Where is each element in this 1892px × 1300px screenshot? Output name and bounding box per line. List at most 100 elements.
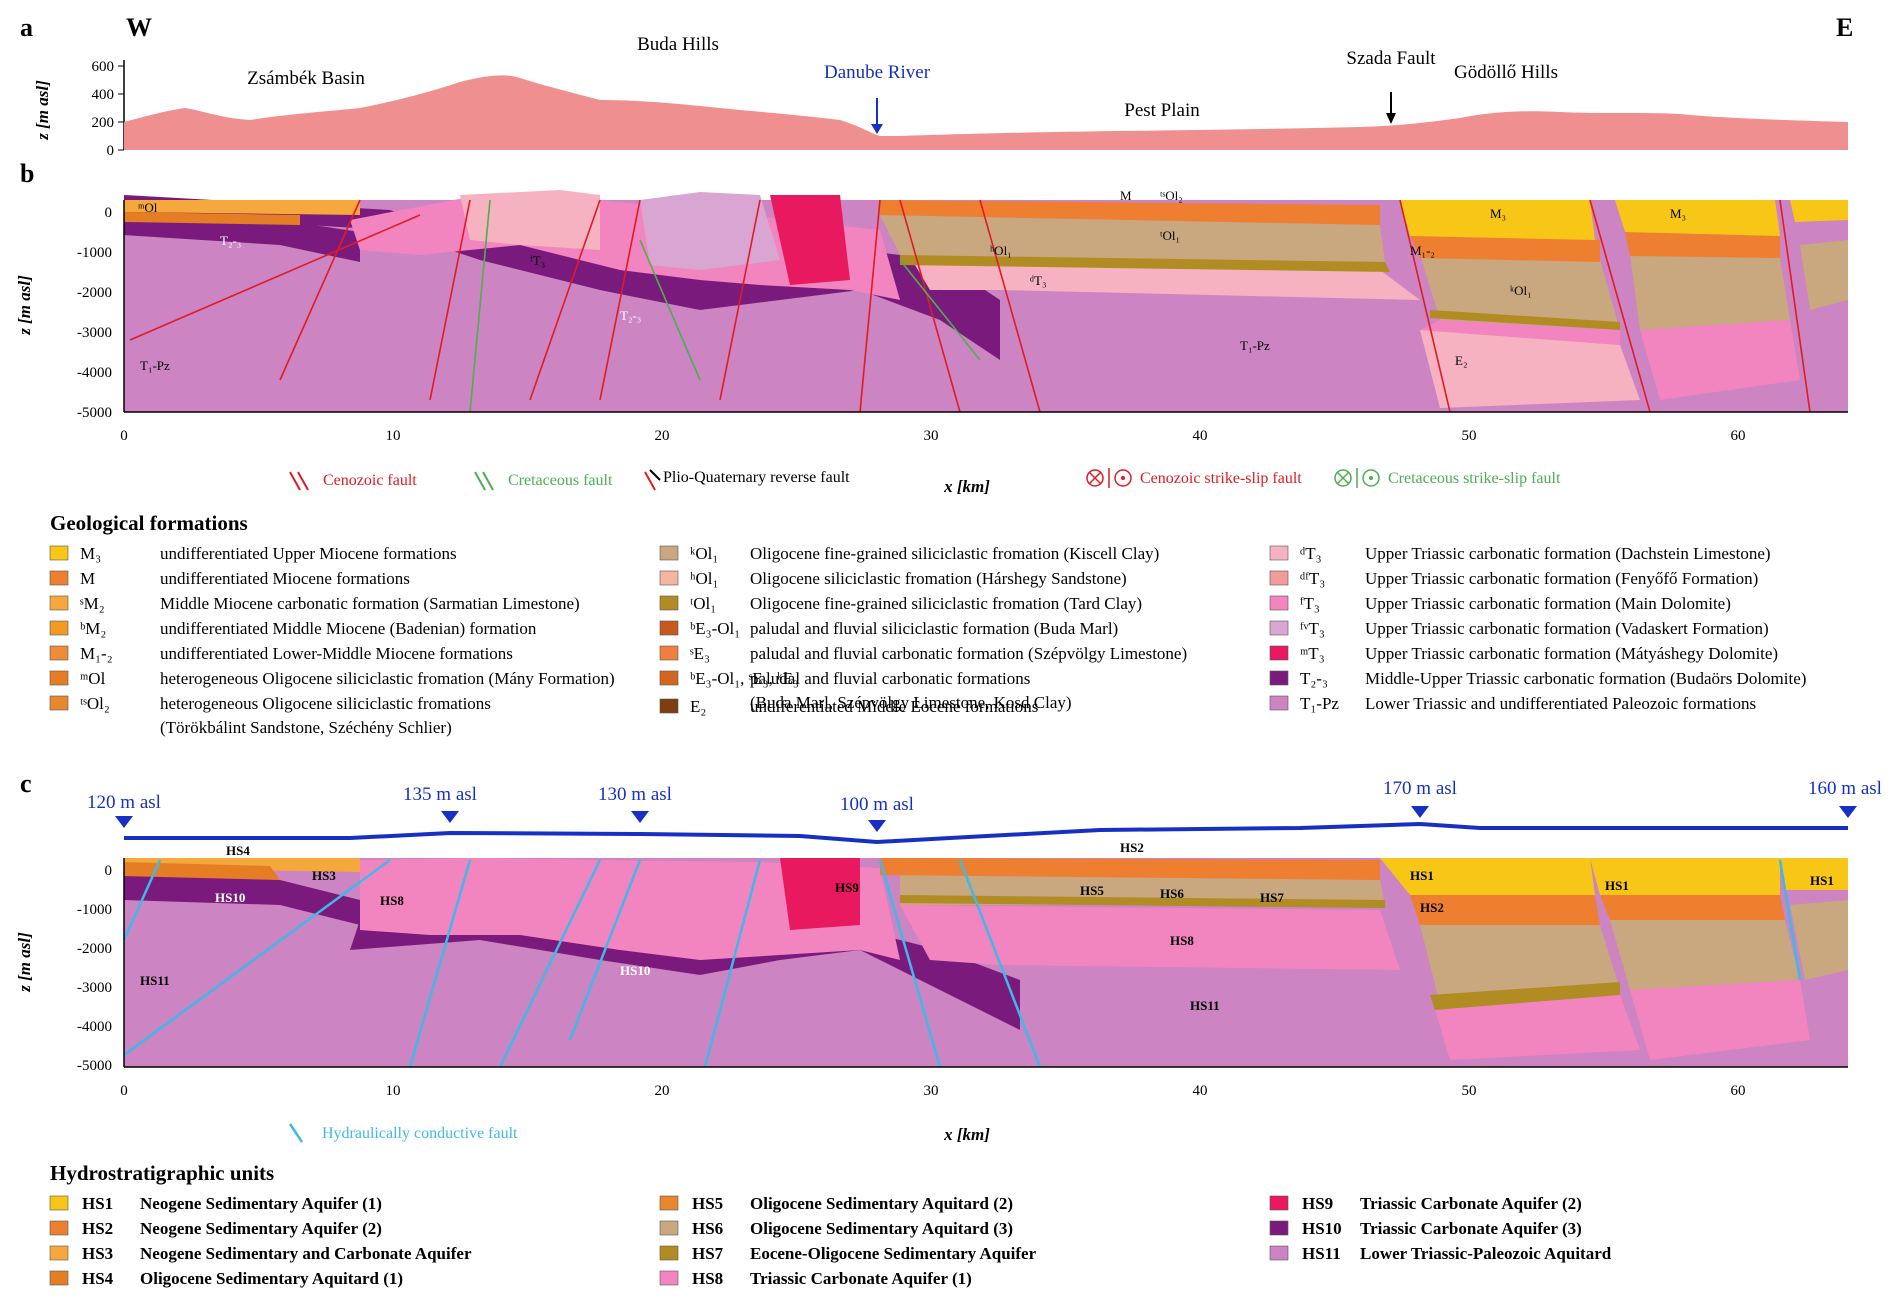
water-level-label: 130 m asl <box>598 784 672 805</box>
panel-a-ylabel: z [m asl] <box>33 80 52 141</box>
strata-label: M₁-₂ <box>1410 243 1435 258</box>
hs-legend-code: HS10 <box>1302 1219 1342 1238</box>
legend-description: heterogeneous Oligocene siliciclastic fr… <box>160 669 615 688</box>
hs-legend-description: Eocene-Oligocene Sedimentary Aquifer <box>750 1244 1037 1263</box>
strata-label: E₂ <box>1455 353 1467 368</box>
legend-code: ʰOl₁ <box>690 569 718 588</box>
water-level-marker <box>441 811 459 823</box>
legend-swatch <box>659 570 679 586</box>
water-level-label: 135 m asl <box>403 784 477 805</box>
legend-description: heterogeneous Oligocene siliciclastic fr… <box>160 694 491 713</box>
legend-code: ᶠT₃ <box>1300 594 1320 613</box>
legend-description: Middle-Upper Triassic carbonatic formati… <box>1365 669 1806 688</box>
legend-code: T₁-Pz <box>1300 694 1339 713</box>
legend-code: E₂ <box>690 697 706 716</box>
hs-label: HS11 <box>140 973 170 988</box>
legend-swatch <box>49 570 69 586</box>
water-level-marker <box>631 811 649 823</box>
legend-description: Upper Triassic carbonatic formation (Mát… <box>1365 644 1778 663</box>
legend-code: ˢE₃ <box>690 644 710 663</box>
hs-legend-description: Triassic Carbonate Aquifer (2) <box>1360 1194 1582 1213</box>
panel-b-ylabel: z [m asl] <box>15 275 34 336</box>
strike-slip-outof-icon <box>1114 469 1132 487</box>
legend-description: Oligocene siliciclastic fromation (Hársh… <box>750 569 1127 588</box>
water-level-marker <box>1839 806 1857 818</box>
hs-legend-swatch <box>49 1245 69 1261</box>
panel-a-ytick: 400 <box>92 87 115 103</box>
legend-description: undifferentiated Upper Miocene formation… <box>160 544 457 563</box>
legend-swatch <box>1269 570 1289 586</box>
label-zsambek-basin: Zsámbék Basin <box>247 68 365 89</box>
strata-label: T₁-Pz <box>1240 338 1270 353</box>
legend-code: ᵐT₃ <box>1300 644 1325 663</box>
hs-label: HS9 <box>835 880 859 895</box>
legend-cretaceous-strike-slip: Cretaceous strike-slip fault <box>1388 470 1561 487</box>
water-level-marker <box>1411 806 1429 818</box>
panel-c-xlabel: x [km] <box>943 1125 990 1144</box>
water-level-markers: 120 m asl 135 m asl 130 m asl 100 m asl … <box>87 778 1882 832</box>
panel-c-xtick: 10 <box>386 1083 401 1099</box>
hs-label: HS1 <box>1605 878 1629 893</box>
legend-code: T₂-₃ <box>1300 669 1328 688</box>
panel-b-axis: 0 -1000 -2000 -3000 -4000 -5000 z [m asl… <box>15 200 1848 496</box>
strata-label: ᵈT₃ <box>1030 273 1047 288</box>
legend-reverse-fault: Plio-Quaternary reverse fault <box>663 469 850 486</box>
legend-code: M₃ <box>80 544 101 563</box>
legend-swatch <box>49 620 69 636</box>
legend-description: Oligocene fine-grained siliciclastic fro… <box>750 594 1142 613</box>
strata-label: ᶠT₃ <box>530 253 545 268</box>
legend-hydraulic-fault: Hydraulically conductive fault <box>322 1125 518 1142</box>
legend-description: undifferentiated Middle Miocene (Badenia… <box>160 619 537 638</box>
hs-legend-description: Triassic Carbonate Aquifer (3) <box>1360 1219 1582 1238</box>
hs-label: HS1 <box>1810 873 1834 888</box>
strata-label: ᵐOl <box>138 200 158 215</box>
panel-c-xtick: 60 <box>1731 1083 1746 1099</box>
legend-description: paludal and fluvial carbonatic formation… <box>750 644 1187 663</box>
label-szada-fault: Szada Fault <box>1346 48 1436 69</box>
strata-label: T₂-₃ <box>620 308 641 323</box>
water-level-label: 170 m asl <box>1383 778 1457 799</box>
strata-label: ᵏOl₁ <box>1510 283 1532 298</box>
strata-label: ᵗˢOl₂ <box>1160 188 1183 203</box>
legend-swatch <box>49 595 69 611</box>
panel-c-xtick: 40 <box>1193 1083 1208 1099</box>
hs-legend-code: HS1 <box>82 1194 113 1213</box>
hs-legend-description: Oligocene Sedimentary Aquitard (3) <box>750 1219 1013 1238</box>
hs-label: HS8 <box>1170 933 1194 948</box>
panel-a-ytick: 0 <box>107 143 115 159</box>
hs-label: HS8 <box>380 893 404 908</box>
hs-legend-code: HS5 <box>692 1194 723 1213</box>
water-level-marker <box>115 816 133 828</box>
hs-legend-swatch <box>1269 1220 1289 1236</box>
legend-code: ᵇE₃-Ol₁ <box>690 619 740 638</box>
label-pest-plain: Pest Plain <box>1124 100 1200 121</box>
panel-c-xtick: 50 <box>1462 1083 1477 1099</box>
water-level-marker <box>868 820 886 832</box>
legend-swatch <box>1269 620 1289 636</box>
panel-c-ylabel: z [m asl] <box>15 932 34 993</box>
legend-swatch <box>659 620 679 636</box>
water-level-line <box>124 821 1848 845</box>
legend-code: ᵈT₃ <box>1300 544 1322 563</box>
hs-legend-swatch <box>1269 1245 1289 1261</box>
panel-c-ytick: -3000 <box>77 980 112 996</box>
label-godollo-hills: Gödöllő Hills <box>1454 62 1558 83</box>
hs-legend-code: HS6 <box>692 1219 723 1238</box>
hydraulic-fault-legend: Hydraulically conductive fault <box>288 1123 518 1143</box>
panel-c-axis: 0 -1000 -2000 -3000 -4000 -5000 z [m asl… <box>15 858 1848 1144</box>
legend-code: M <box>80 569 95 588</box>
hs-label: HS7 <box>1260 890 1284 905</box>
legend-swatch <box>659 698 679 714</box>
strike-slip-into-icon <box>1334 469 1352 487</box>
legend-code: ᵈᶠT₃ <box>1300 569 1325 588</box>
hs-legend-swatch <box>1269 1195 1289 1211</box>
legend-description: Upper Triassic carbonatic formation (Dac… <box>1365 544 1771 563</box>
panel-b-xtick: 30 <box>924 428 939 444</box>
legend-code: ᵏOl₁ <box>690 544 718 563</box>
legend-description: undifferentiated Lower-Middle Miocene fo… <box>160 644 513 663</box>
legend-swatch <box>1269 595 1289 611</box>
panel-b-ytick: -4000 <box>77 365 112 381</box>
panel-b-xtick: 0 <box>120 428 128 444</box>
legend-code: ᵐOl <box>80 669 106 688</box>
